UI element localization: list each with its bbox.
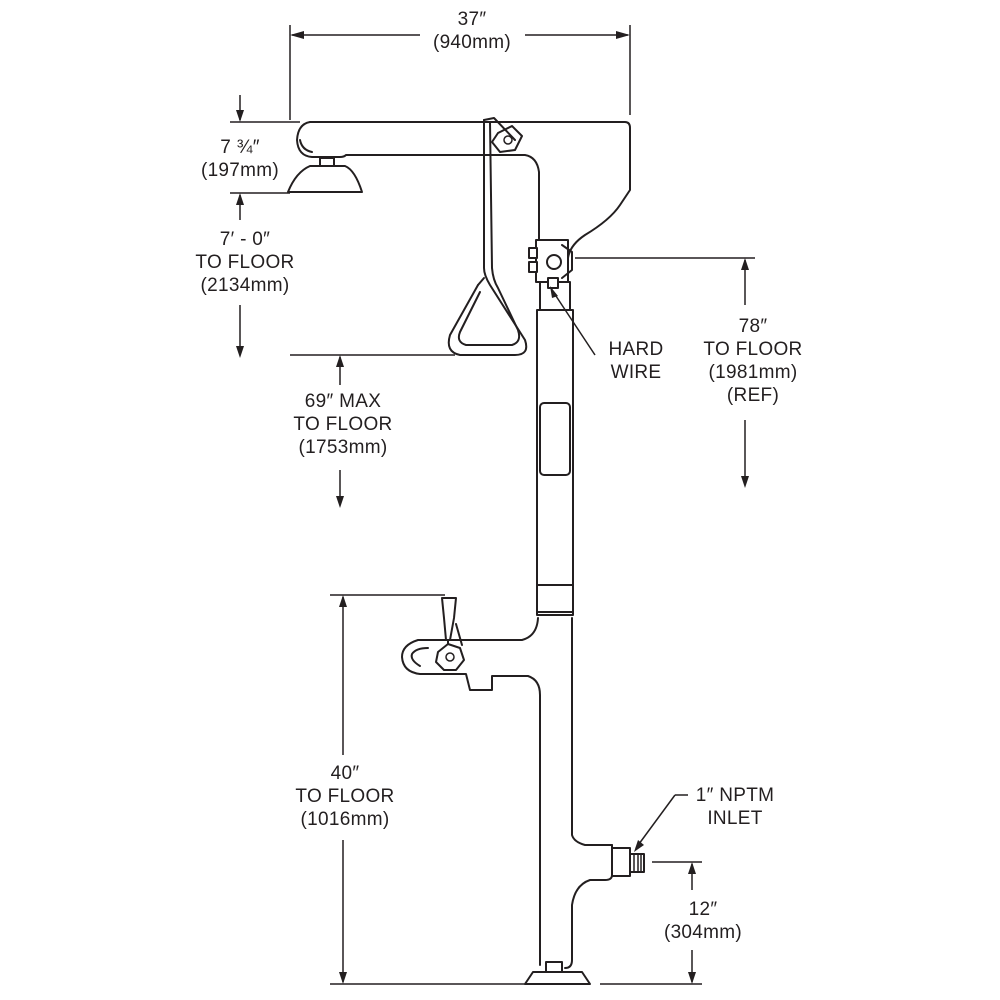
shower-height-line1: 7′ - 0″ (219, 229, 271, 250)
unit-height-note: (REF) (726, 385, 780, 406)
inlet-height-imperial: 12″ (688, 899, 718, 920)
handle-height-metric: (1753mm) (298, 437, 388, 458)
hard-wire-leader (550, 286, 596, 356)
head-height-dimension (230, 95, 300, 220)
shower-head (287, 157, 363, 193)
shower-height-arrow (236, 305, 244, 358)
eyewash-height-line2: TO FLOOR (295, 786, 395, 807)
hard-wire-label: HARD WIRE (596, 338, 676, 384)
head-height-label: 7 ¾″ (197mm) (190, 136, 290, 182)
eyewash-height-label: 40″ TO FLOOR (1016mm) (280, 762, 410, 831)
head-height-imperial: 7 ¾″ (220, 137, 260, 158)
valve-box (528, 239, 573, 311)
width-label: 37″ (940mm) (412, 8, 532, 54)
inlet-fitting (564, 844, 645, 969)
shower-height-line2: TO FLOOR (195, 252, 295, 273)
inlet-height-label: 12″ (304mm) (648, 898, 758, 944)
handle-height-line2: TO FLOOR (293, 414, 393, 435)
shower-height-metric: (2134mm) (200, 275, 290, 296)
width-imperial: 37″ (457, 9, 487, 30)
main-pipe (536, 309, 574, 616)
eyewash-height-line1: 40″ (330, 763, 360, 784)
eyewash-height-metric: (1016mm) (300, 809, 390, 830)
inlet-label: 1″ NPTM INLET (680, 784, 790, 830)
eyewash-bowl (401, 597, 613, 966)
hard-wire-line1: HARD (608, 339, 664, 360)
eyewash-height-dimension (330, 594, 525, 985)
inlet-line1: 1″ NPTM (695, 785, 775, 806)
width-dimension (289, 25, 631, 120)
shower-height-label: 7′ - 0″ TO FLOOR (2134mm) (180, 228, 310, 297)
unit-height-metric: (1981mm) (708, 362, 798, 383)
width-metric: (940mm) (432, 32, 512, 53)
pull-handle (447, 117, 528, 356)
inlet-leader (634, 794, 688, 852)
handle-height-label: 69″ MAX TO FLOOR (1753mm) (278, 390, 408, 459)
unit-height-line2: TO FLOOR (703, 339, 803, 360)
unit-height-dimension (575, 257, 755, 488)
shower-arm (296, 121, 631, 259)
inlet-line2: INLET (707, 808, 763, 829)
head-height-metric: (197mm) (200, 160, 280, 181)
floor-flange (524, 961, 591, 985)
inlet-height-dimension (600, 861, 702, 985)
unit-height-line1: 78″ (738, 316, 768, 337)
handle-height-dimension (290, 354, 455, 508)
hard-wire-line2: WIRE (610, 362, 662, 383)
unit-height-label: 78″ TO FLOOR (1981mm) (REF) (688, 315, 818, 407)
handle-height-line1: 69″ MAX (304, 391, 382, 412)
inlet-height-metric: (304mm) (663, 922, 743, 943)
